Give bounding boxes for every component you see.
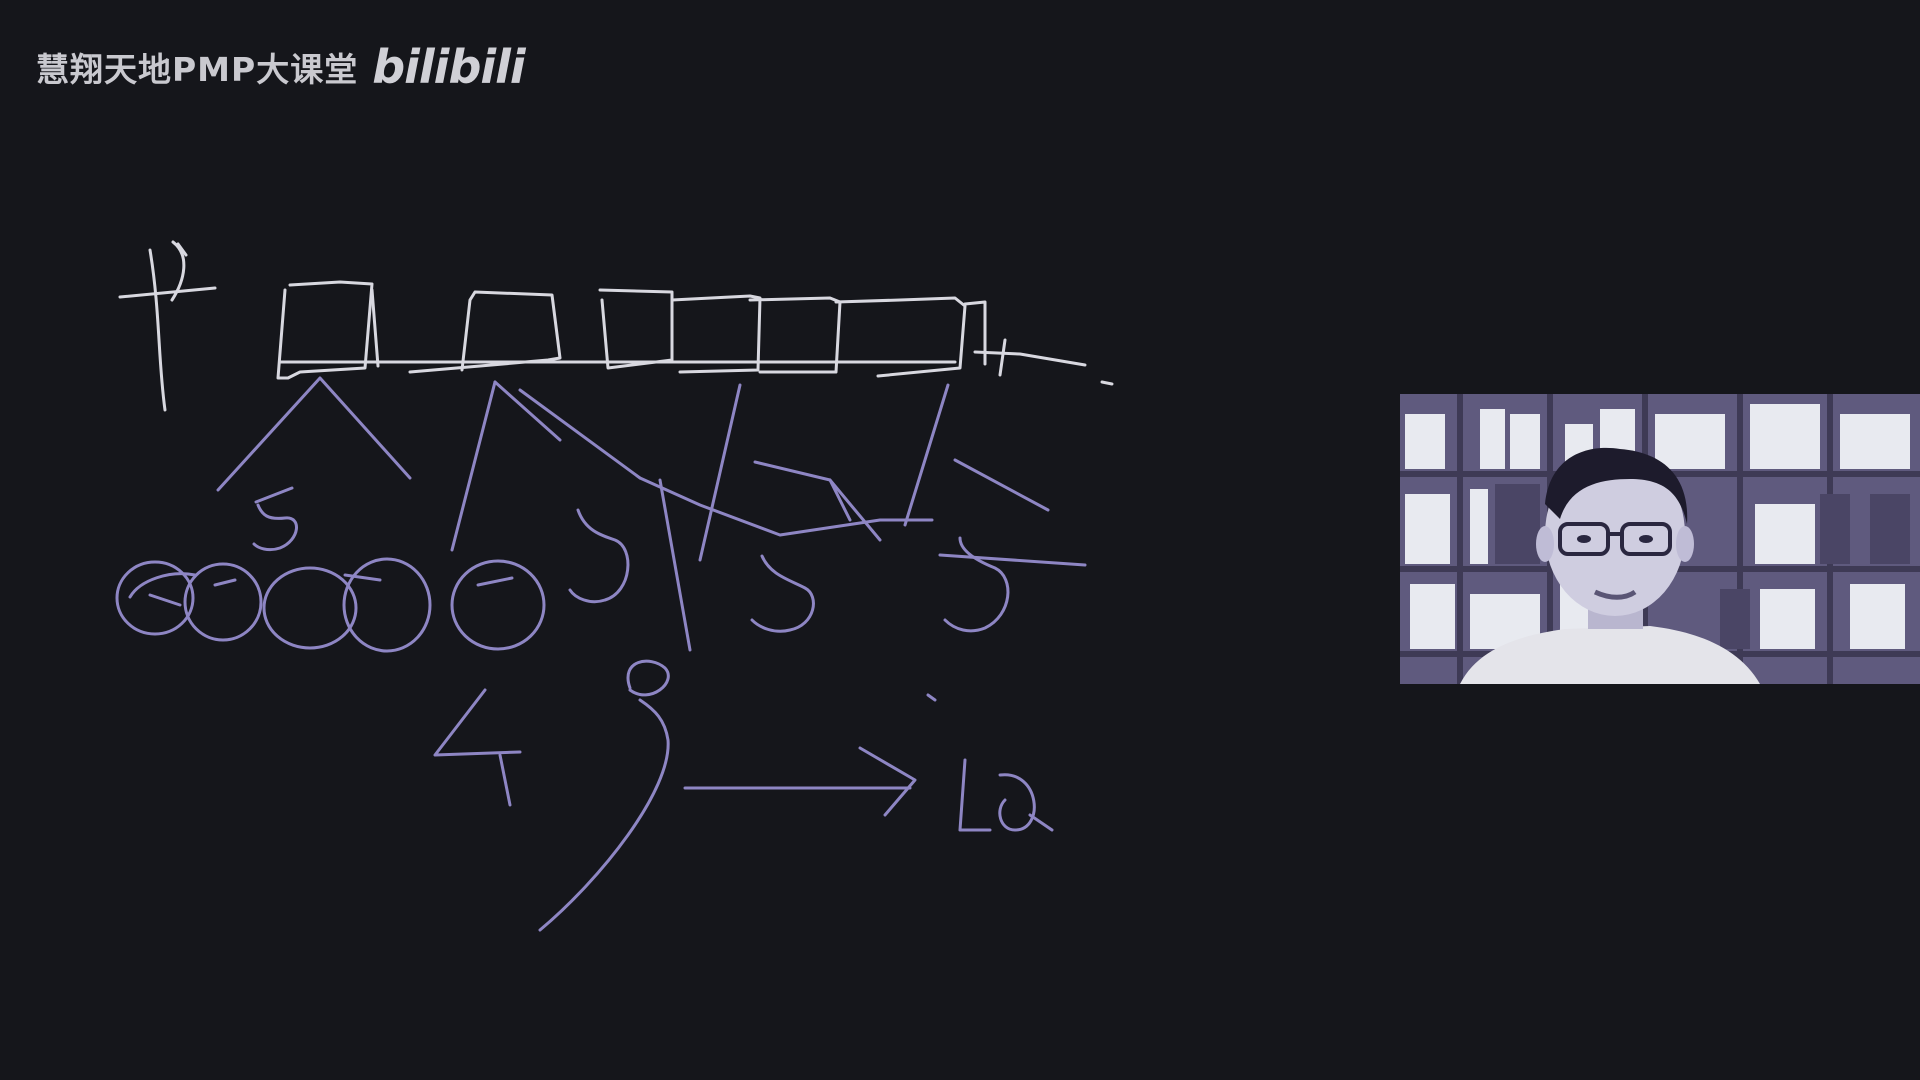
handwritten-fives	[252, 486, 1010, 633]
bilibili-logo: bilibili	[372, 40, 525, 94]
dark-books	[1495, 484, 1910, 649]
channel-watermark: 慧翔天地PMP大课堂 bilibili	[36, 40, 526, 94]
presenter-webcam	[1400, 394, 1920, 684]
channel-name: 慧翔天地PMP大课堂	[36, 50, 359, 89]
presenter	[1460, 447, 1760, 684]
handwritten-boxes	[276, 280, 1114, 386]
handwritten-arrows	[216, 376, 1087, 652]
handwritten-circles	[115, 557, 546, 653]
webcam-image	[1400, 394, 1920, 684]
handwritten-numbers-bottom	[433, 659, 1054, 932]
handwritten-character	[118, 240, 217, 412]
